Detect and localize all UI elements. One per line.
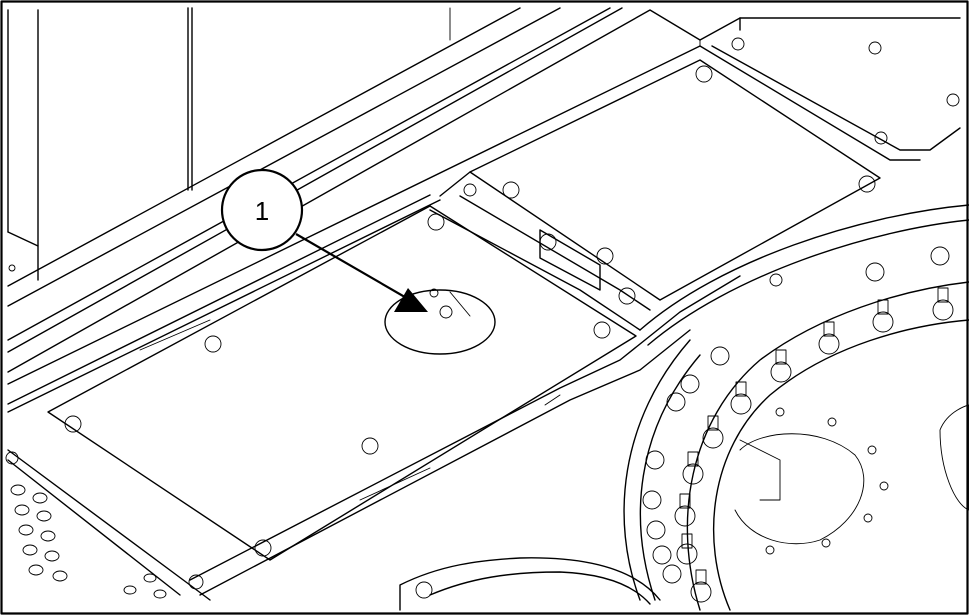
inspection-hole [384, 288, 496, 355]
slewing-ring [623, 204, 969, 611]
arrowhead-icon [394, 288, 428, 312]
callout-label: 1 [255, 196, 269, 226]
ring-bolt [702, 415, 724, 449]
ring-bolt [818, 321, 840, 355]
main-cover-plate [47, 205, 637, 561]
ring-bolt [872, 299, 894, 333]
top-right-plate [699, 17, 961, 161]
callout-circle [220, 168, 304, 252]
upper-cabinet [7, 7, 451, 281]
ring-bolt [674, 493, 696, 527]
ring-bolt [690, 569, 712, 603]
ring-bolt [682, 451, 704, 485]
lower-rail [139, 275, 741, 596]
ring-bolt [932, 287, 954, 321]
upper-cover-plate [439, 59, 881, 301]
bottom-hatch [399, 557, 661, 611]
ring-bolt [676, 533, 698, 565]
ring-bolt [730, 381, 752, 415]
main-beam [7, 7, 701, 413]
perforated-panel [5, 449, 211, 601]
bracket [429, 195, 651, 331]
ring-bolt [770, 349, 792, 383]
callout-1: 1 [220, 168, 428, 312]
